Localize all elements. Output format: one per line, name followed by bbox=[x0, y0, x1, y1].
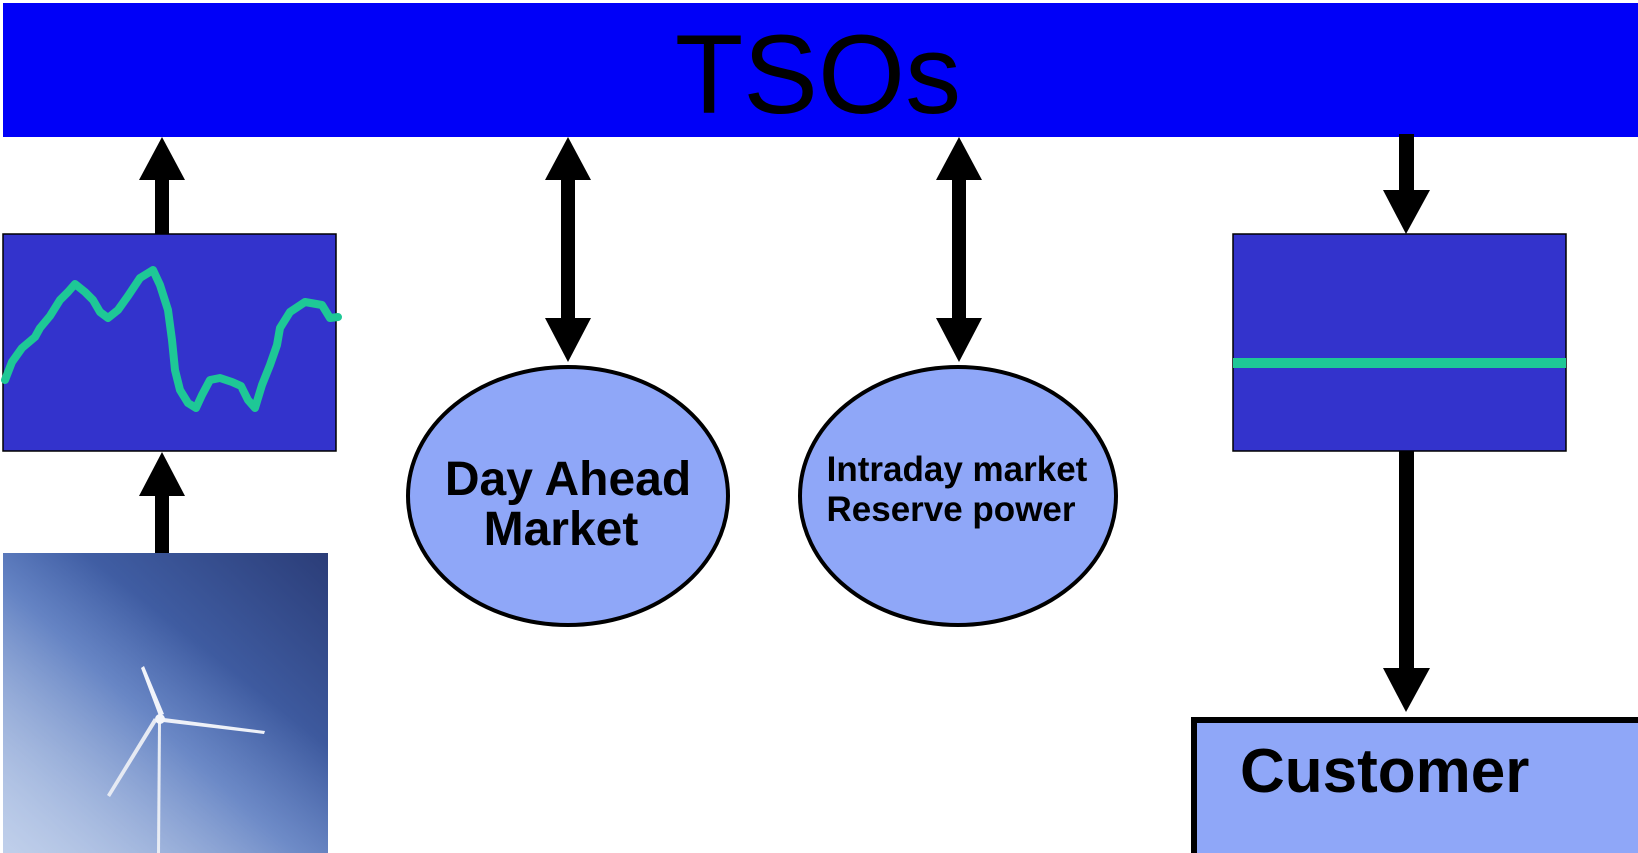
day-ahead-line1: Day Ahead bbox=[445, 453, 691, 506]
profile-to-customer-arrow bbox=[1383, 451, 1430, 712]
customer-box bbox=[1191, 717, 1638, 853]
tso-bar: TSOs bbox=[3, 3, 1638, 137]
tso-label: TSOs bbox=[675, 12, 961, 137]
day-ahead-line2: Market bbox=[484, 503, 639, 556]
forecast-to-tso-arrow bbox=[139, 137, 185, 235]
intraday-line2: Reserve power bbox=[826, 490, 1075, 529]
wind-forecast-panel bbox=[1, 233, 342, 452]
tso-intraday-arrow bbox=[936, 137, 982, 362]
wind-turbine-photo bbox=[3, 553, 328, 853]
tso-bar-background bbox=[3, 3, 1638, 137]
flat-profile-panel bbox=[1232, 233, 1567, 452]
day-ahead-market-node: Day Ahead Market bbox=[406, 365, 730, 627]
turbine-to-forecast-arrow bbox=[139, 452, 185, 554]
intraday-line1: Intraday market bbox=[827, 450, 1088, 489]
intraday-market-node: Intraday market Reserve power bbox=[798, 365, 1118, 627]
tso-day-ahead-arrow bbox=[545, 137, 591, 362]
wind-turbine-icon bbox=[107, 666, 265, 853]
customer-node: Customer bbox=[1191, 717, 1638, 853]
profile-panel-background bbox=[1232, 233, 1567, 452]
customer-label: Customer bbox=[1240, 737, 1529, 806]
tso-to-profile-arrow bbox=[1383, 134, 1430, 234]
variable-power-curve-icon bbox=[1, 266, 342, 412]
